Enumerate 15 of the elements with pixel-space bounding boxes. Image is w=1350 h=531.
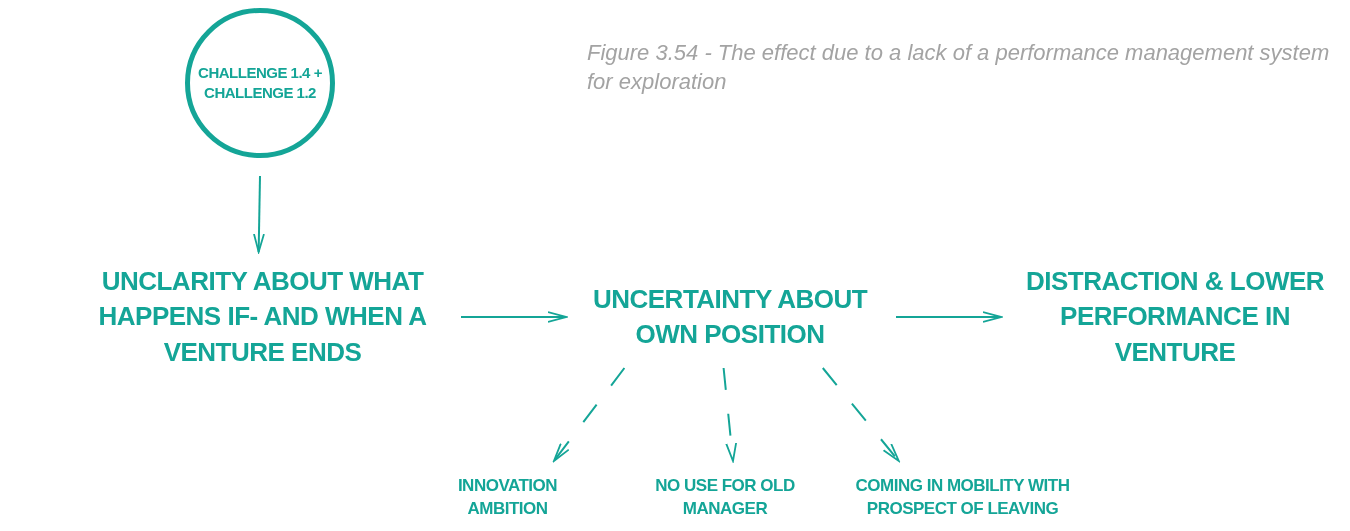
node-label: UNCERTAINTY ABOUT OWN POSITION [591,282,869,351]
arrow [895,311,1002,323]
arrow [722,367,738,462]
arrow [552,367,626,462]
node-label: CHALLENGE 1.4 + CHALLENGE 1.2 [197,62,323,103]
node-label: COMING IN MOBILITY WITH PROSPECT OF LEAVING [854,475,1071,520]
node-label: DISTRACTION & LOWER PERFORMANCE IN VENTURE [1024,265,1326,369]
arrow [460,311,567,323]
node-label: NO USE FOR OLD MANAGER [654,475,796,520]
node-label: UNCLARITY ABOUT WHAT HAPPENS IF- AND WHEN A VENTURE ENDS [97,265,428,369]
figure-caption: Figure 3.54 - The effect due to a lack of a performance management system for exploration [587,39,1331,96]
arrow [253,175,265,253]
arrow [821,367,900,462]
circle-node [185,8,335,158]
node-label: INNOVATION AMBITION [456,475,559,520]
